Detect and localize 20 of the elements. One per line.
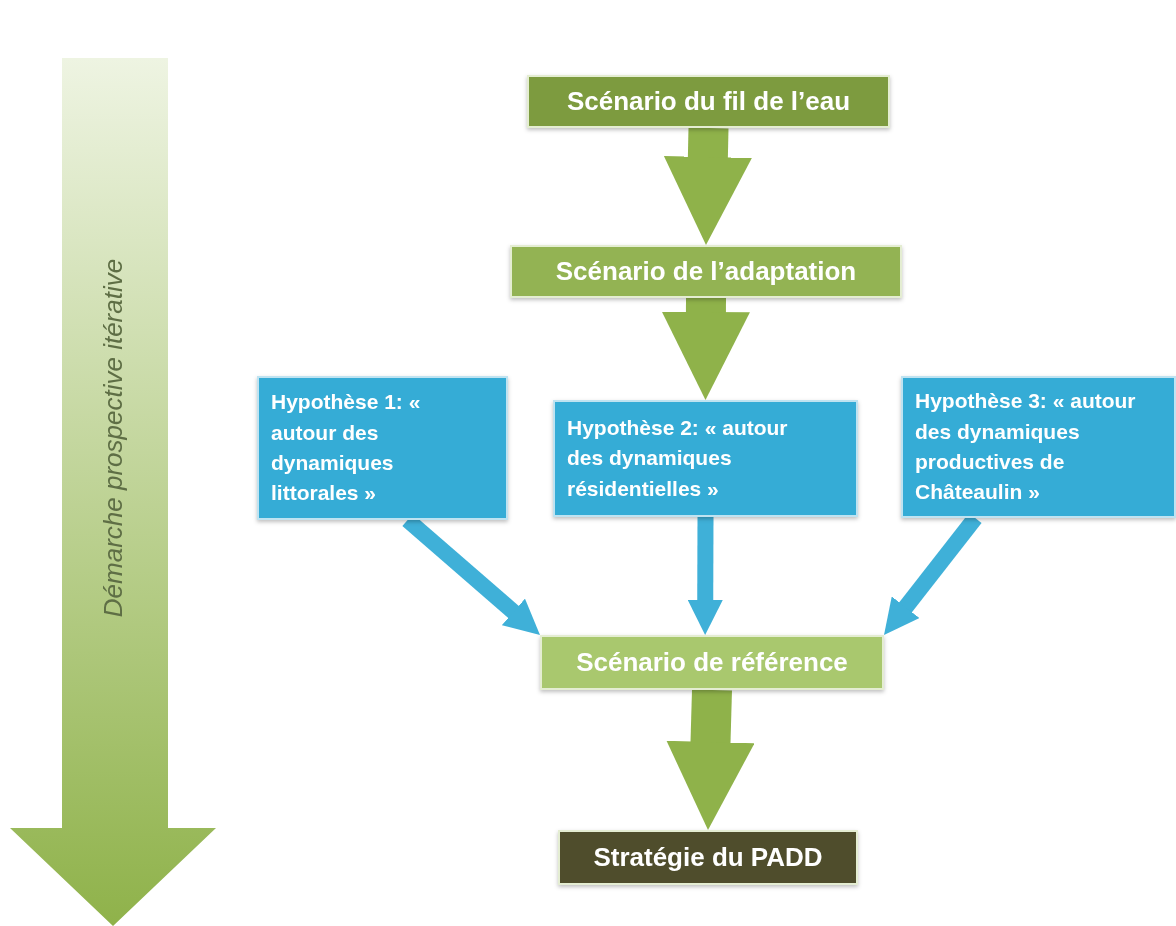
box-label: Stratégie du PADD — [593, 841, 823, 874]
scenario-box — [527, 75, 890, 128]
scenario-box — [540, 635, 884, 690]
box-label: Hypothèse 2: « autour des dynamiques résidentielles » — [567, 414, 789, 502]
large-down-arrow — [10, 58, 216, 926]
block-arrow — [663, 127, 752, 245]
hypothesis-box — [901, 376, 1176, 518]
hypothesis-box — [257, 376, 508, 520]
block-arrow — [666, 689, 755, 830]
box-label: Scénario de référence — [576, 646, 848, 679]
block-arrow — [661, 297, 750, 400]
box-label: Hypothèse 1: « autour des dynamiques littorales » — [271, 389, 422, 507]
scenario-box — [510, 245, 902, 298]
block-arrow — [687, 516, 723, 635]
arrow-label: Démarche prospective itérative — [97, 258, 129, 618]
box-label: Scénario du fil de l’eau — [566, 85, 851, 118]
box-label: Scénario de l’adaptation — [555, 255, 857, 288]
hypothesis-box — [553, 400, 858, 517]
scenario-box — [558, 830, 858, 885]
box-label: Hypothèse 3: « autour des dynamiques productives de Châteaulin » — [915, 388, 1137, 506]
